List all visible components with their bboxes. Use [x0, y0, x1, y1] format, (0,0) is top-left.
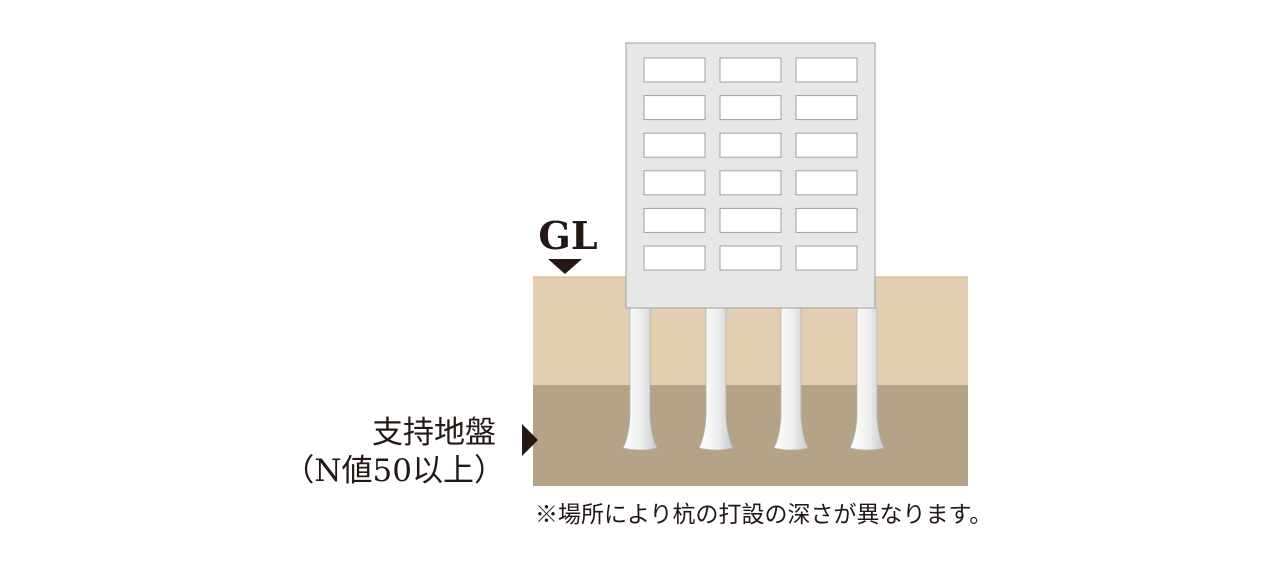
building-window [795, 170, 858, 196]
ground-level-arrow-icon [548, 259, 582, 274]
foundation-pile [622, 307, 658, 451]
building-window [719, 132, 782, 158]
building-window [643, 95, 706, 121]
building-window [719, 170, 782, 196]
bearing-layer-label: 支持地盤 [372, 415, 496, 451]
bearing-layer-sublabel: （N値50以上） [283, 453, 505, 489]
building-window [795, 245, 858, 271]
building-window [643, 57, 706, 83]
ground-level-label: GL [538, 213, 597, 258]
building-window [719, 245, 782, 271]
pile-group [622, 307, 885, 451]
building-window [795, 207, 858, 233]
building-window [719, 207, 782, 233]
building-window [795, 132, 858, 158]
building-window [795, 95, 858, 121]
building [625, 42, 876, 309]
building-window [719, 57, 782, 83]
building-window [795, 57, 858, 83]
bearing-layer-arrow-icon [522, 424, 538, 456]
building-window [643, 245, 706, 271]
building-window [643, 132, 706, 158]
foundation-pile [773, 307, 809, 451]
building-window [719, 95, 782, 121]
window-grid [643, 57, 858, 271]
foundation-pile [698, 307, 734, 451]
foundation-pile [849, 307, 885, 451]
footnote: ※場所により杭の打設の深さが異なります。 [535, 502, 992, 528]
building-window [643, 170, 706, 196]
bearing-soil-layer [533, 385, 968, 486]
building-window [643, 207, 706, 233]
